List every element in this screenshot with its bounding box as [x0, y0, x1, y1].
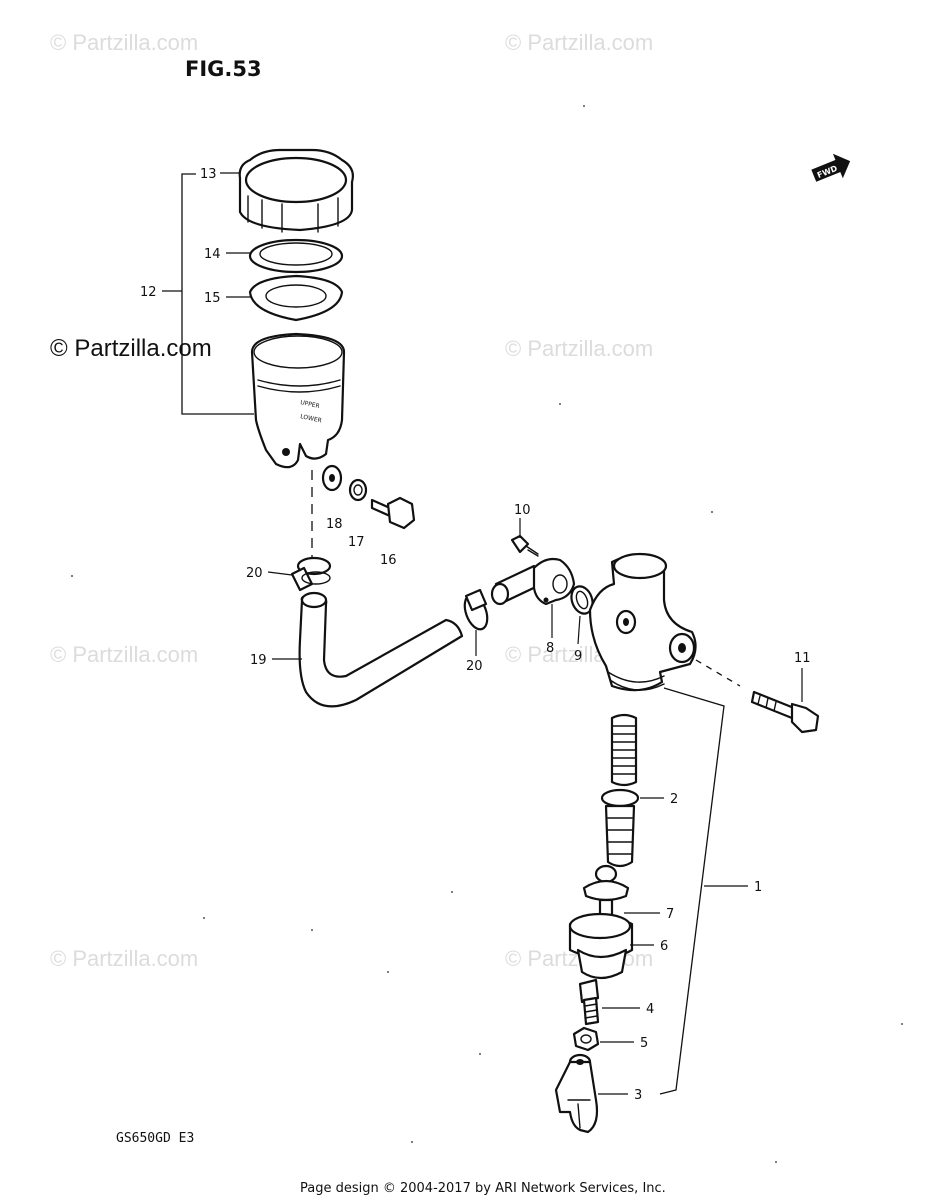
callout-4[interactable]: 4 [646, 1002, 654, 1017]
fwd-arrow-icon: FWD [811, 153, 851, 182]
callout-3[interactable]: 3 [634, 1088, 642, 1103]
callout-12[interactable]: 12 [140, 285, 157, 300]
nut-5[interactable] [572, 1026, 600, 1052]
watermark-grid: © Partzilla.com © Partzilla.com © Partzi… [50, 30, 653, 971]
scan-specks [71, 105, 903, 1163]
fwd-label: FWD [816, 164, 839, 180]
hose-19[interactable] [298, 591, 464, 708]
hose-clamp-20-upper[interactable] [290, 556, 332, 592]
model-code: GS650GD E3 [116, 1131, 194, 1146]
reservoir-body[interactable]: UPPER LOWER [250, 332, 346, 469]
reservoir-cap-13[interactable] [238, 148, 354, 233]
watermark: © Partzilla.com [50, 946, 198, 971]
footer-credit: Page design © 2004-2017 by ARI Network S… [300, 1181, 666, 1196]
washer-18[interactable] [321, 464, 343, 492]
group-bracket-1 [659, 687, 725, 1095]
callout-2[interactable]: 2 [670, 792, 678, 807]
callout-19[interactable]: 19 [250, 653, 267, 668]
o-ring-9[interactable] [568, 583, 596, 616]
watermark: © Partzilla.com [505, 30, 653, 55]
callout-18[interactable]: 18 [326, 517, 343, 532]
boot-6[interactable] [568, 912, 634, 980]
figure-title: FIG.53 [185, 57, 262, 81]
callout-1[interactable]: 1 [754, 880, 762, 895]
hose-clamp-20-lower[interactable] [460, 588, 491, 632]
hose-connector-8[interactable] [490, 557, 576, 606]
bolt-16[interactable] [370, 496, 416, 530]
svg-text:UPPER: UPPER [300, 399, 321, 410]
callout-8[interactable]: 8 [546, 641, 554, 656]
group-bracket-12 [181, 173, 254, 415]
svg-text:LOWER: LOWER [300, 413, 323, 424]
callout-6[interactable]: 6 [660, 939, 668, 954]
watermark-dark: © Partzilla.com [50, 335, 212, 362]
callout-16[interactable]: 16 [380, 553, 397, 568]
callout-10[interactable]: 10 [514, 503, 531, 518]
clevis-3[interactable] [554, 1053, 599, 1134]
watermark: © Partzilla.com [50, 642, 198, 667]
screw-10[interactable] [510, 534, 539, 557]
watermark: © Partzilla.com [50, 30, 198, 55]
callout-20-lower[interactable]: 20 [466, 659, 483, 674]
callout-20-upper[interactable]: 20 [246, 566, 263, 581]
callout-17[interactable]: 17 [348, 535, 365, 550]
callout-13[interactable]: 13 [200, 167, 217, 182]
piston-set-2[interactable] [600, 713, 640, 868]
callout-15[interactable]: 15 [204, 291, 221, 306]
callout-7[interactable]: 7 [666, 907, 674, 922]
diaphragm-plate-15[interactable] [248, 274, 344, 322]
diaphragm-14[interactable] [248, 238, 344, 274]
rod-4[interactable] [578, 978, 600, 1026]
washer-17[interactable] [348, 478, 368, 502]
master-cylinder-1[interactable] [588, 552, 697, 692]
watermark: © Partzilla.com [505, 336, 653, 361]
bolt-11[interactable] [695, 659, 820, 734]
callout-11[interactable]: 11 [794, 651, 811, 666]
callout-14[interactable]: 14 [204, 247, 221, 262]
callout-9[interactable]: 9 [574, 649, 582, 664]
callout-5[interactable]: 5 [640, 1036, 648, 1051]
